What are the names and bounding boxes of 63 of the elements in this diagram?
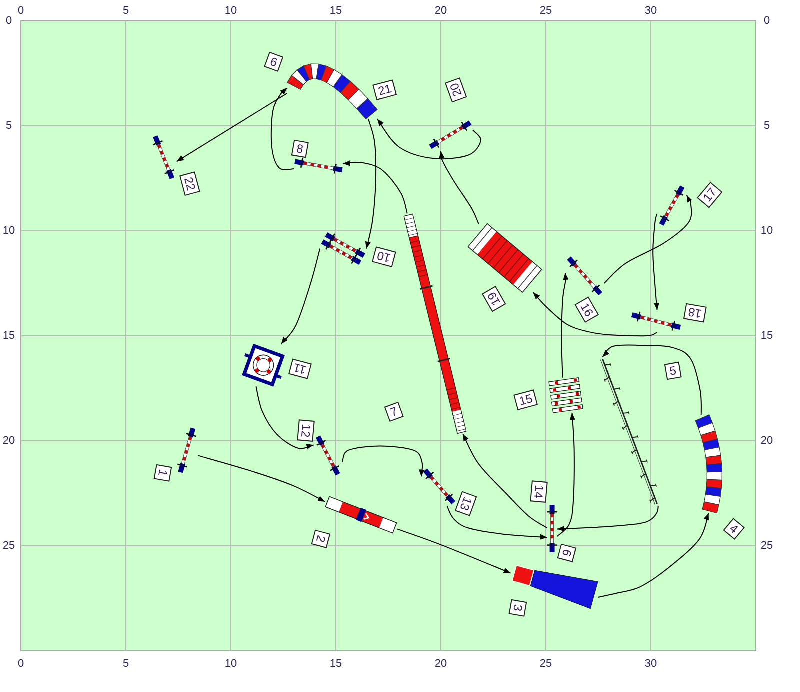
broad-jump-icon <box>548 377 584 414</box>
axis-tick-label: 0 <box>18 5 24 17</box>
axis-tick-label: 0 <box>18 658 24 670</box>
weave-poles <box>600 358 658 506</box>
axis-tick-label: 5 <box>122 5 130 17</box>
hurdle-icon <box>429 120 472 150</box>
axis-tick-label: 5 <box>122 658 130 670</box>
course-arrow <box>280 248 321 345</box>
course-arrow <box>438 150 480 224</box>
hurdle-icon <box>547 505 558 552</box>
course-arrow <box>598 512 710 598</box>
axis-tick-label: 25 <box>760 540 774 552</box>
axis-tick-label: 20 <box>434 658 448 670</box>
course-arrow <box>462 434 548 529</box>
course-arrow <box>198 455 326 502</box>
axis-tick-label: 15 <box>330 658 342 670</box>
hurdle-icon <box>659 186 685 226</box>
course-arrow <box>342 160 408 214</box>
course-arrow <box>376 118 482 160</box>
hurdle-icon <box>178 428 196 474</box>
course-arrow <box>256 386 314 450</box>
course-arrow <box>396 528 512 574</box>
course-arrow <box>602 344 702 416</box>
double-hurdle-icon <box>321 232 366 266</box>
axis-tick-label: 10 <box>760 225 774 237</box>
axis-tick-label: 15 <box>2 330 16 342</box>
axis-tick-label: 15 <box>760 330 774 342</box>
axis-tick-label: 10 <box>224 5 238 17</box>
chute-tunnel <box>512 565 598 610</box>
axis-tick-label: 20 <box>760 435 774 447</box>
axis-tick-label: 25 <box>2 540 16 552</box>
axis-tick-label: 10 <box>224 658 238 670</box>
striped-tunnel <box>695 414 722 514</box>
course-arrow <box>604 194 693 284</box>
hurdle-icon <box>153 136 175 180</box>
axis-tick-label: 0 <box>764 15 770 27</box>
course-arrow <box>365 118 377 250</box>
hurdle-icon <box>316 436 340 476</box>
course-arrow <box>532 292 658 337</box>
course-arrow <box>561 272 570 378</box>
striped-tunnel <box>286 64 378 120</box>
course-arrow <box>556 505 659 532</box>
axis-tick-label: 0 <box>6 15 12 27</box>
course-arrow <box>446 506 548 540</box>
course-arrow <box>176 92 288 162</box>
course-arrow <box>556 412 576 538</box>
course-arrow <box>652 214 660 311</box>
axis-tick-label: 10 <box>2 225 16 237</box>
hurdle-icon <box>567 256 602 296</box>
axis-tick-label: 5 <box>6 120 12 132</box>
axis-tick-label: 30 <box>644 5 658 17</box>
axis-tick-label: 15 <box>330 5 342 17</box>
axis-tick-label: 20 <box>2 435 16 447</box>
course-arrow <box>342 446 425 478</box>
hurdle-icon <box>631 312 682 331</box>
axis-tick-label: 20 <box>434 5 448 17</box>
axis-tick-label: 25 <box>540 5 552 17</box>
course-arrow <box>270 88 295 170</box>
hurdle-icon <box>423 468 456 505</box>
axis-tick-label: 30 <box>644 658 658 670</box>
hurdle-icon <box>294 158 343 174</box>
axis-tick-label: 5 <box>764 120 770 132</box>
axis-tick-label: 25 <box>540 658 552 670</box>
